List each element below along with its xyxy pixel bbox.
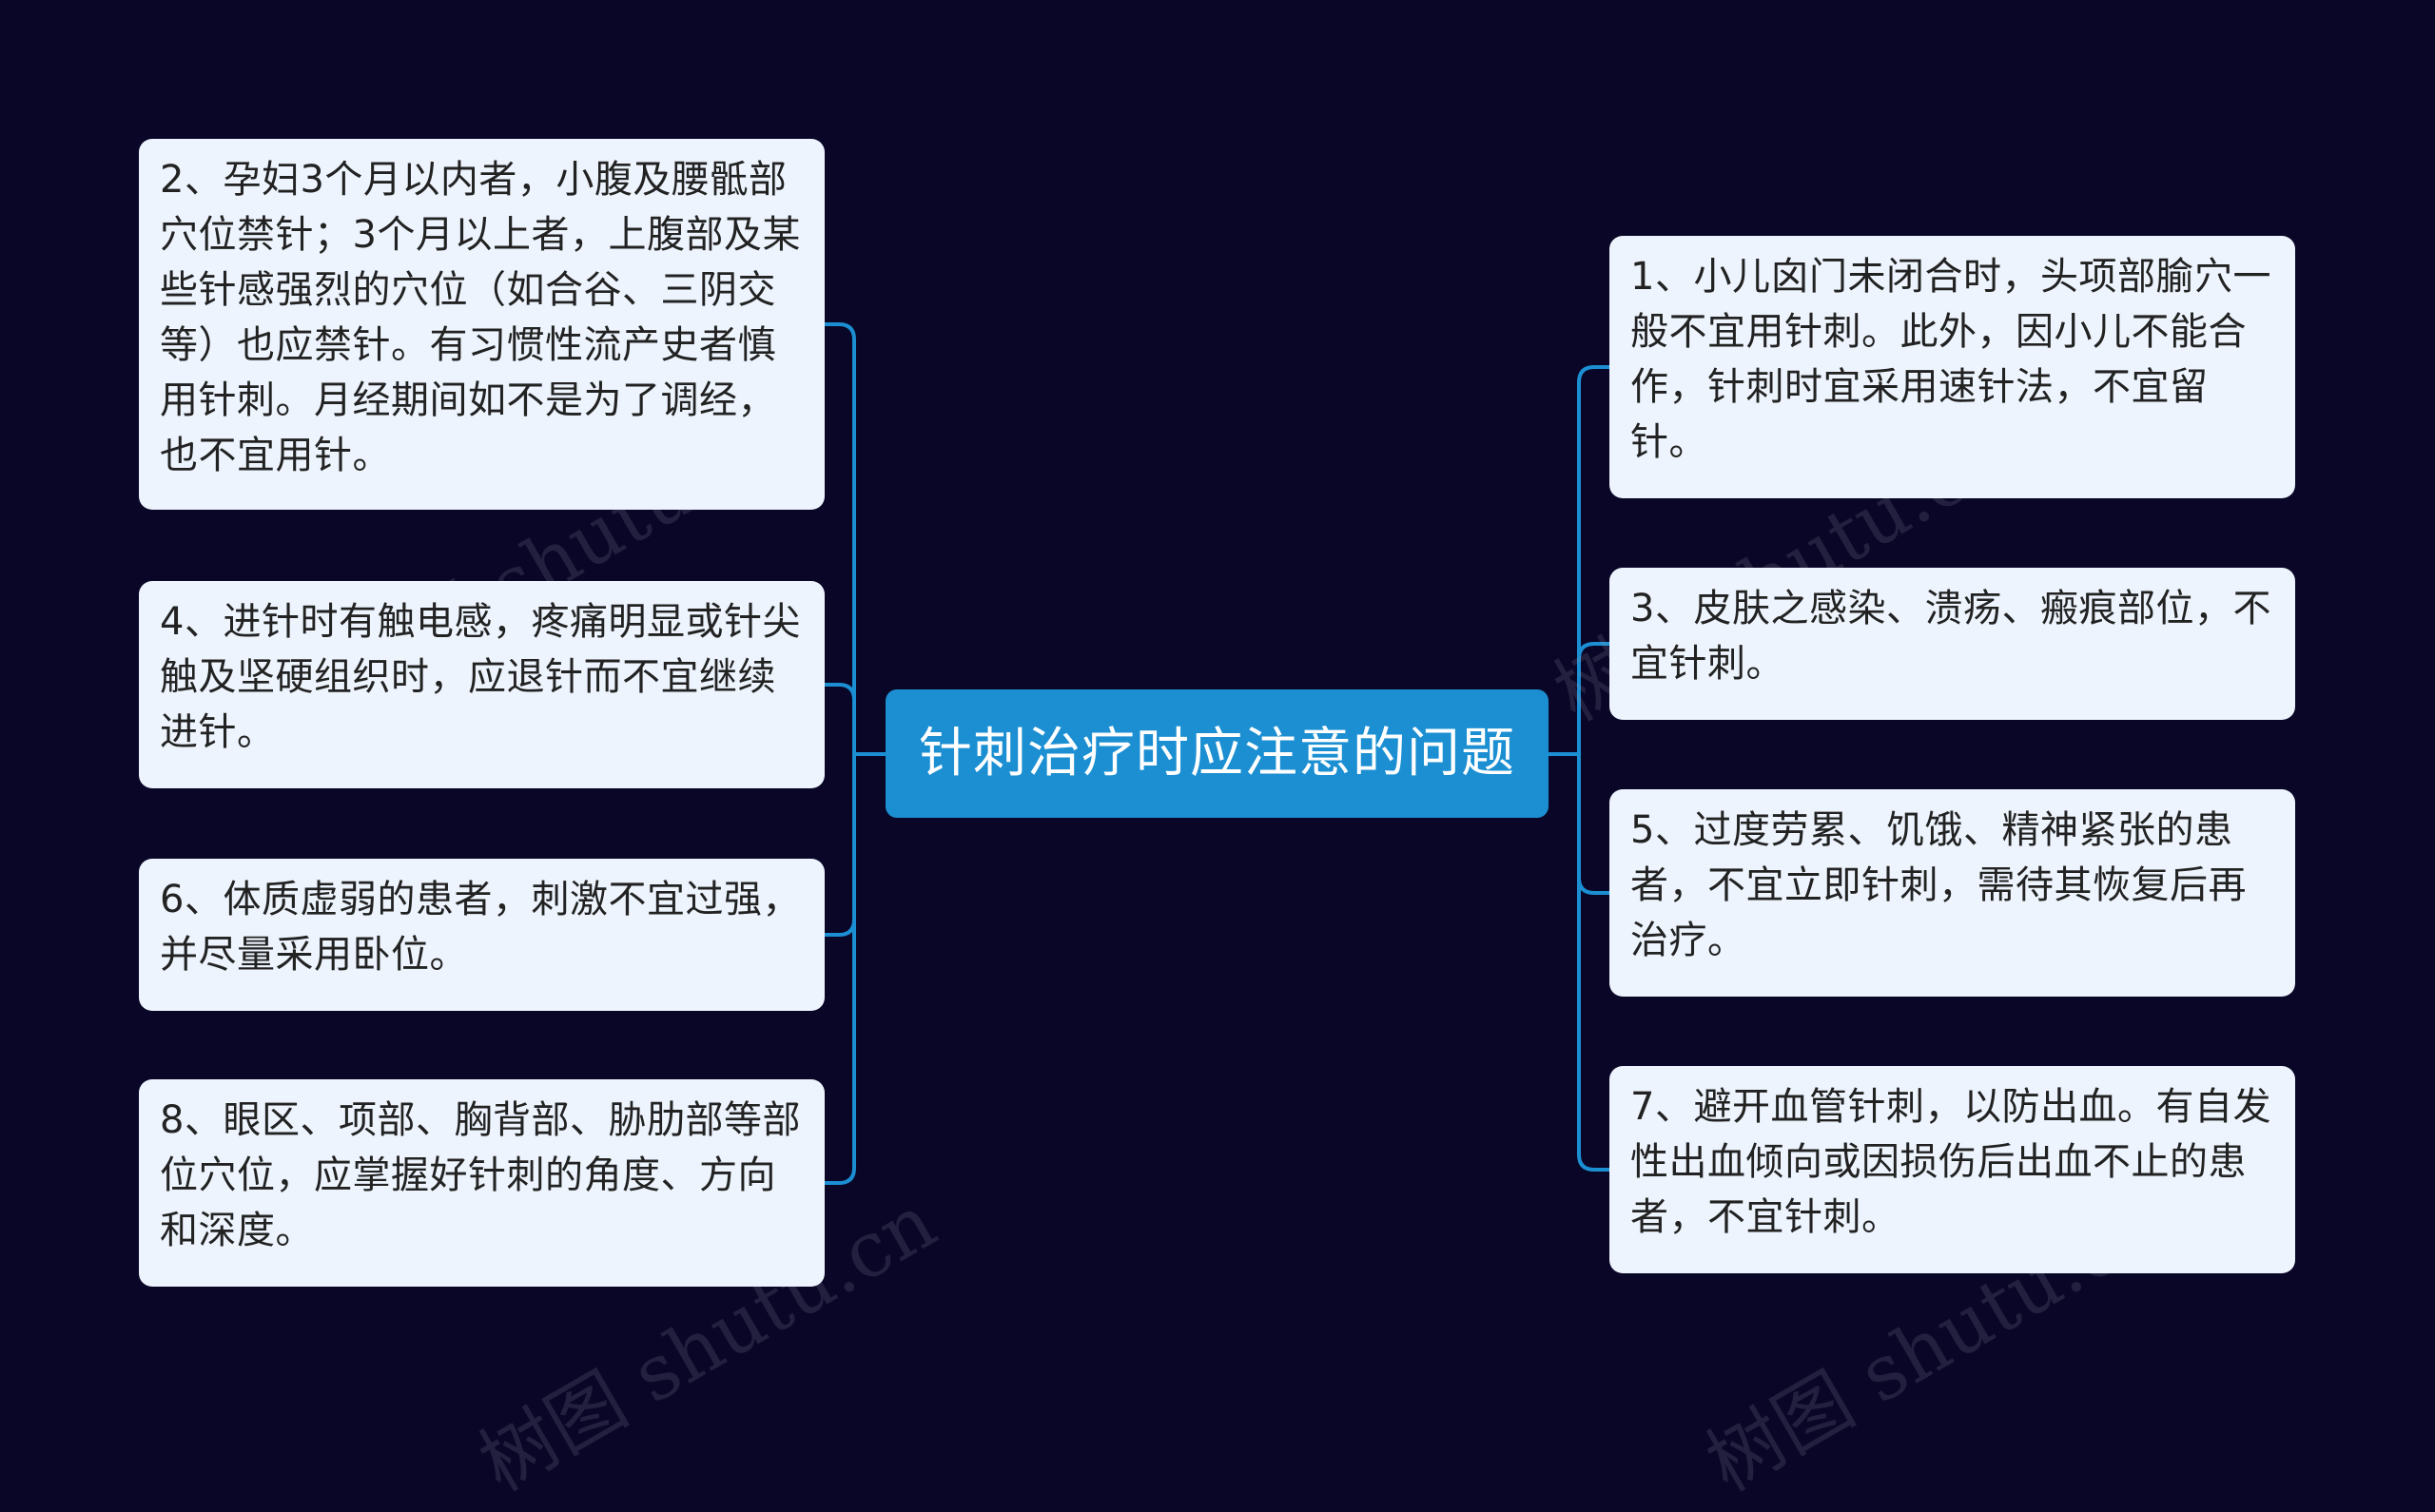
central-topic[interactable]: 针刺治疗时应注意的问题 — [886, 689, 1549, 818]
connector-left-3 — [825, 754, 856, 937]
connector-left-2 — [825, 683, 856, 754]
topic-node-4[interactable]: 4、进针时有触电感，疼痛明显或针尖触及坚硬组织时，应退针而不宜继续进针。 — [139, 581, 825, 788]
topic-node-2[interactable]: 2、孕妇3个月以内者，小腹及腰骶部穴位禁针；3个月以上者，上腹部及某些针感强烈的… — [139, 139, 825, 510]
mind-map-canvas: 树图 shutu.cn 树图 shutu.cn 树图 shutu.cn 树图 s… — [139, 139, 2295, 1508]
connector-left-4 — [825, 754, 856, 1185]
connector-lines — [825, 322, 1609, 1185]
connector-right-2 — [1577, 642, 1609, 754]
connector-right-1 — [1577, 365, 1609, 754]
topic-node-6[interactable]: 6、体质虚弱的患者，刺激不宜过强，并尽量采用卧位。 — [139, 859, 825, 1011]
connector-left-1 — [825, 322, 856, 754]
topic-node-8[interactable]: 8、眼区、项部、胸背部、胁肋部等部位穴位，应掌握好针刺的角度、方向和深度。 — [139, 1079, 825, 1287]
topic-node-3[interactable]: 3、皮肤之感染、溃疡、瘢痕部位，不宜针刺。 — [1609, 568, 2295, 720]
connector-right-4 — [1577, 754, 1609, 1172]
connector-right-3 — [1577, 754, 1609, 895]
topic-node-1[interactable]: 1、小儿囟门未闭合时，头项部腧穴一般不宜用针刺。此外，因小儿不能合作，针刺时宜采… — [1609, 236, 2295, 498]
topic-node-5[interactable]: 5、过度劳累、饥饿、精神紧张的患者，不宜立即针刺，需待其恢复后再治疗。 — [1609, 789, 2295, 997]
topic-node-7[interactable]: 7、避开血管针刺，以防出血。有自发性出血倾向或因损伤后出血不止的患者，不宜针刺。 — [1609, 1066, 2295, 1273]
